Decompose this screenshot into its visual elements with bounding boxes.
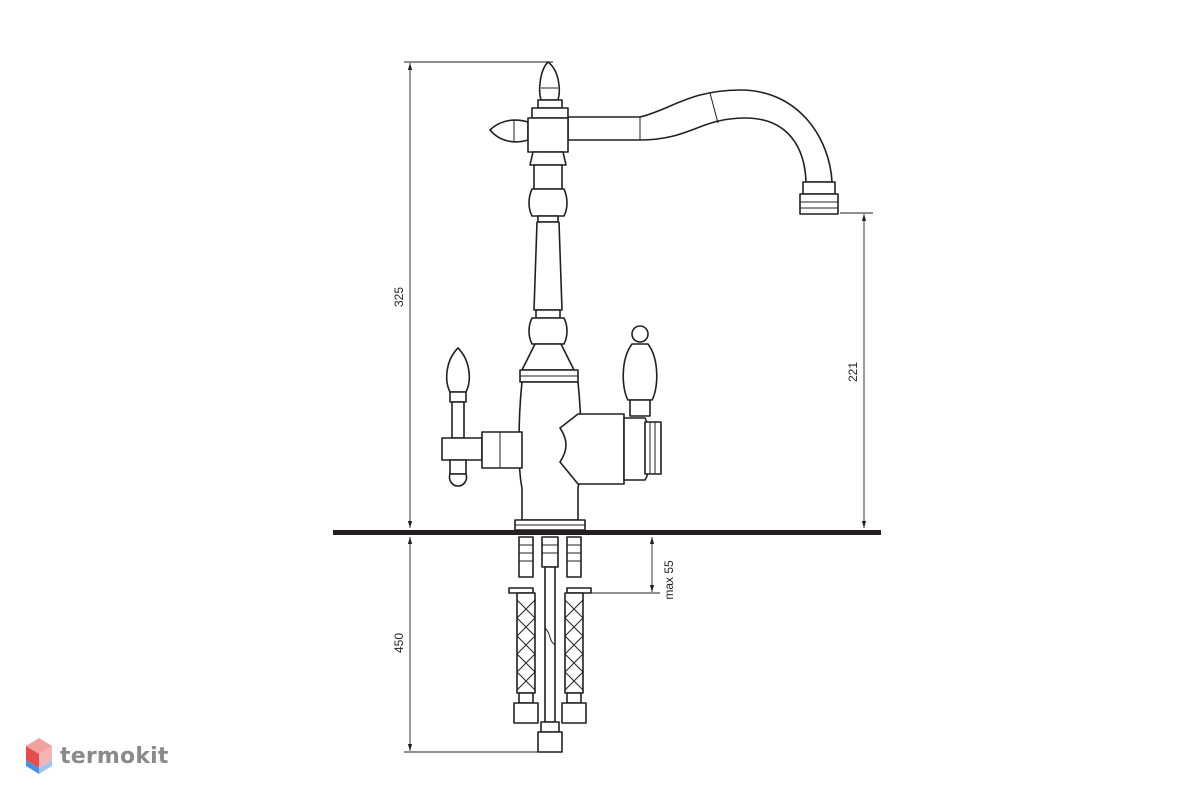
right-lever-handle [559,325,662,485]
dimension-spout-height: 221 [840,212,873,528]
faucet-body [514,381,586,531]
dimension-mount-thickness: max 55 [591,537,676,600]
faucet-column [519,117,579,383]
dimension-label-450: 450 [392,633,406,653]
left-lever-handle [441,347,523,487]
faucet-spout [567,89,839,215]
brand-name: termokit [60,743,169,769]
brand-logo-icon [26,738,52,774]
dimension-label-max-55: max 55 [662,560,676,600]
supply-hoses [508,536,592,753]
dimension-label-221: 221 [846,362,860,382]
dimension-label-325: 325 [392,287,406,307]
dimension-hose-length: 450 [392,537,540,753]
top-finial [531,61,569,119]
side-knob [489,119,529,143]
brand-watermark: termokit [24,736,169,776]
dimension-total-height: 325 [392,61,553,528]
countertop-line [333,530,881,535]
